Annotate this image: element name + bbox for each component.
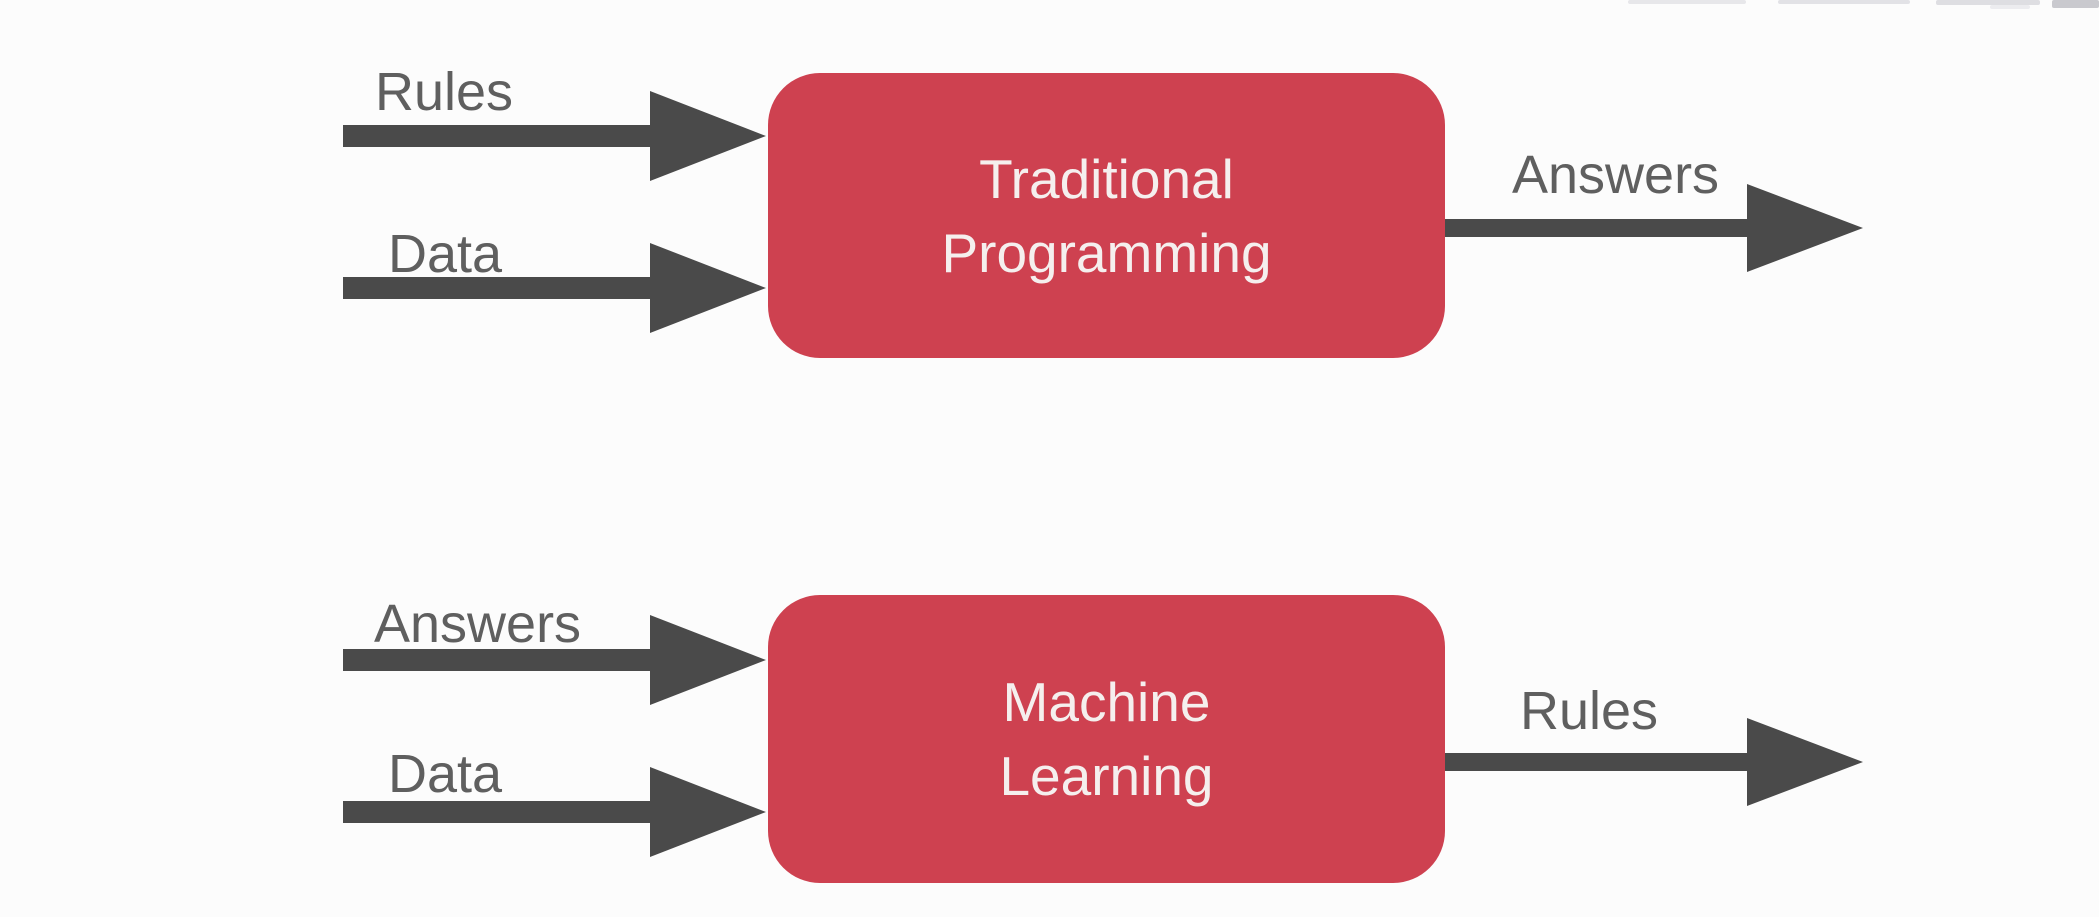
video-crop-artifact [1936, 0, 2040, 5]
input-arrow-data [343, 767, 766, 857]
box-label-line: Learning [999, 745, 1214, 807]
box-label-line: Machine [1002, 671, 1211, 733]
input-label-data: Data [388, 744, 503, 804]
input-label-answers: Answers [374, 594, 582, 654]
video-crop-artifact [1628, 0, 1746, 4]
video-crop-artifact [1990, 5, 2030, 9]
video-crop-artifact [1778, 0, 1910, 4]
output-label-rules: Rules [1520, 681, 1659, 741]
traditional-programming-box: Traditional Programming [768, 73, 1445, 358]
input-label-rules: Rules [375, 62, 514, 122]
input-arrow-answers [343, 615, 766, 705]
video-crop-artifact [2052, 0, 2099, 8]
output-arrow-rules [1445, 718, 1863, 806]
input-arrow-rules [343, 91, 766, 181]
box-label-line: Traditional [979, 147, 1234, 210]
box-label-line: Programming [941, 221, 1272, 284]
input-arrow-data [343, 243, 766, 333]
output-arrow-answers [1445, 184, 1863, 272]
input-label-data: Data [388, 224, 503, 284]
output-label-answers: Answers [1512, 145, 1720, 205]
machine-learning-box: Machine Learning [768, 595, 1445, 883]
